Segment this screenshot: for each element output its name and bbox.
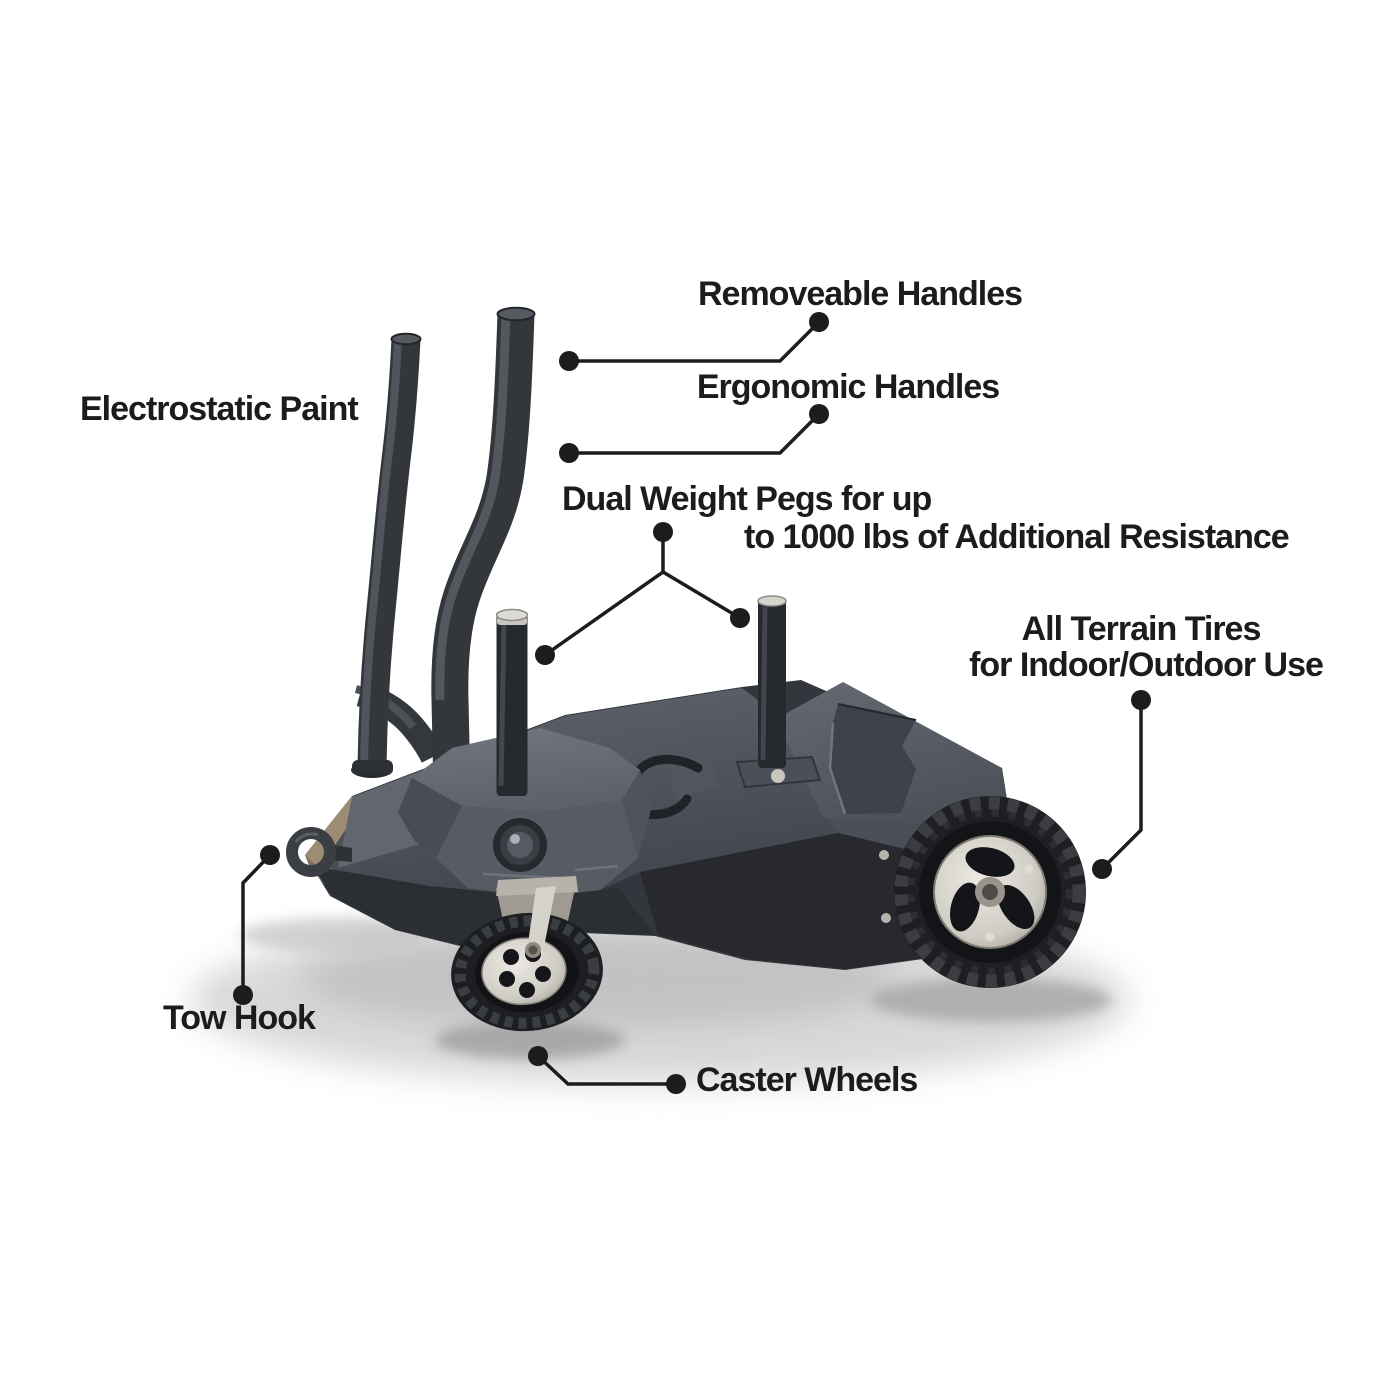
- callout-all-terrain-tires: [1092, 690, 1151, 879]
- callout-ergonomic-handles: [559, 404, 829, 463]
- label-electrostatic-paint: Electrostatic Paint: [80, 390, 359, 428]
- rear-weight-peg: [735, 595, 822, 789]
- caster-wheel: [451, 876, 603, 1032]
- skirt-bolt: [881, 913, 891, 923]
- tow-hook-ring: [286, 827, 352, 877]
- rim-cutouts: [950, 847, 1035, 932]
- weight-pegs: [495, 595, 822, 796]
- label-tow-hook: Tow Hook: [163, 999, 316, 1037]
- left-handle-tube: [351, 332, 422, 778]
- right-handle-tube: [431, 306, 536, 791]
- callout-tow-hook: [233, 845, 280, 1005]
- front-weight-peg: [495, 608, 529, 796]
- front-hood: [398, 728, 652, 897]
- rear-wheel: [894, 796, 1086, 988]
- callout-lines: [233, 312, 1151, 1094]
- label-removeable-handles: Removeable Handles: [697, 275, 1023, 313]
- callout-removeable-handles: [559, 312, 829, 371]
- label-all-terrain-tires-line2: for Indoor/Outdoor Use: [969, 646, 1324, 684]
- callout-caster-wheels: [528, 1046, 686, 1094]
- callout-dual-weight-pegs: [535, 522, 750, 665]
- label-all-terrain-tires-line1: All Terrain Tires: [1021, 610, 1262, 648]
- label-ergonomic-handles: Ergonomic Handles: [696, 368, 1000, 406]
- hood-latch-button: [493, 818, 547, 872]
- label-dual-weight-pegs-line2: to 1000 lbs of Additional Resistance: [744, 518, 1290, 556]
- sled-handles: [351, 306, 536, 791]
- label-caster-wheels: Caster Wheels: [696, 1061, 918, 1099]
- label-dual-weight-pegs-line1: Dual Weight Pegs for up: [562, 480, 932, 518]
- skirt-bolt: [879, 850, 889, 860]
